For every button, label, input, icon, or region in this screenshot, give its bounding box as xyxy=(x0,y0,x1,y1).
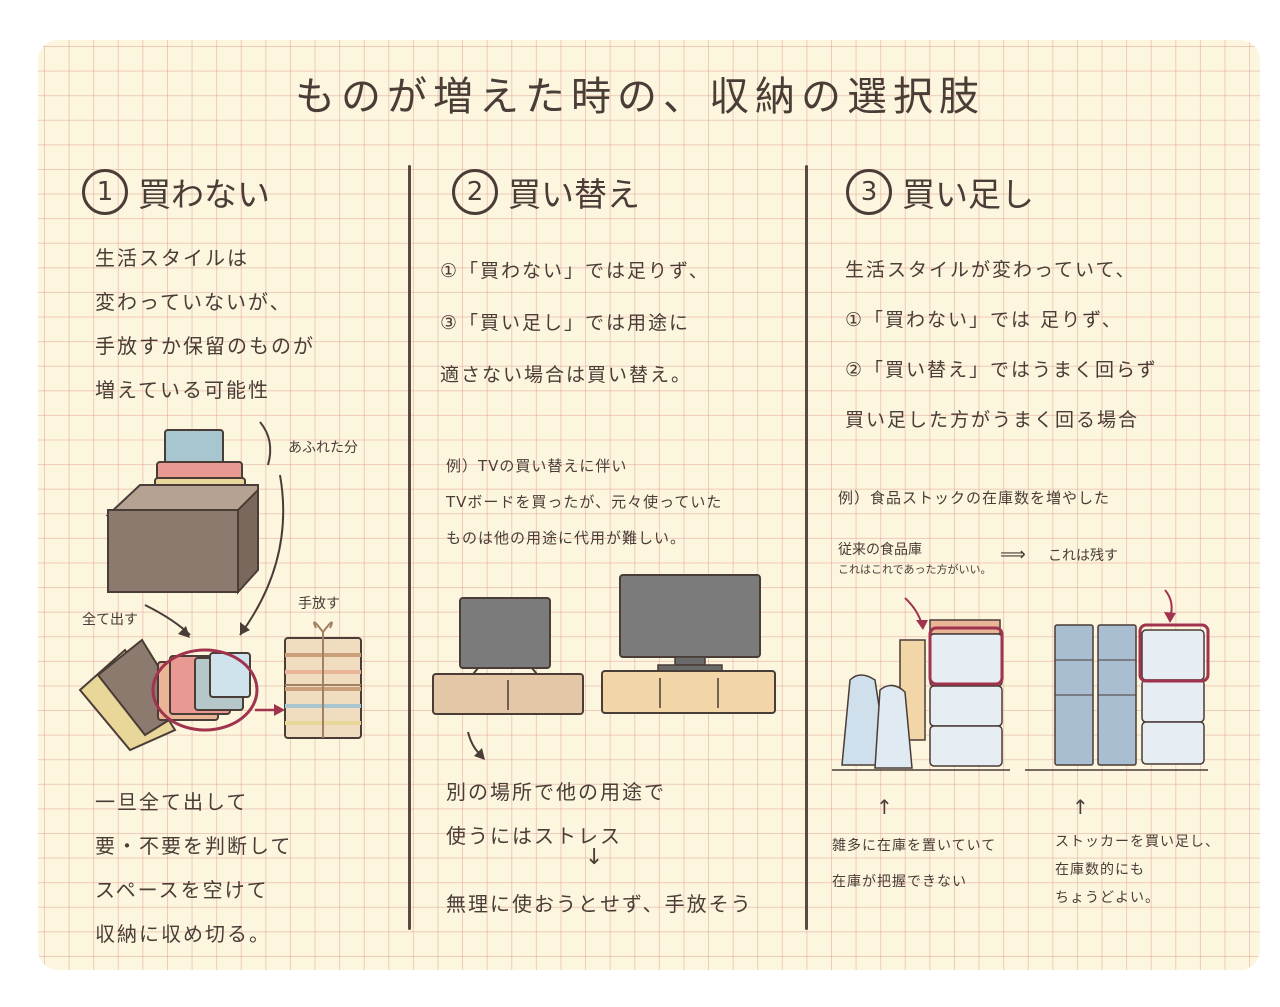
col2-description: ①「買わない」では足りず、 ③「買い足し」では用途に 適さない場合は買い替え。 xyxy=(440,245,710,401)
text-line: 手放すか保留のものが xyxy=(95,334,315,358)
text-line: 買い足した方がうまく回る場合 xyxy=(845,409,1140,431)
text-line: 一旦全て出して xyxy=(95,790,249,814)
col3-number: 3 xyxy=(846,169,892,215)
column-divider xyxy=(408,165,411,930)
text-line: TVボードを買ったが、元々使っていた xyxy=(446,493,723,511)
col1-number: 1 xyxy=(82,169,128,215)
text-line: 別の場所で他の用途で xyxy=(446,780,666,804)
text-line: ②「買い替え」ではうまく回らず xyxy=(845,359,1158,381)
text-line: 収納に収め切る。 xyxy=(95,922,271,946)
text-line: ①「買わない」では 足りず、 xyxy=(845,309,1123,331)
page-title: ものが増えた時の、収納の選択肢 xyxy=(295,74,985,120)
col1-description: 生活スタイルは 変わっていないが、 手放すか保留のものが 増えている可能性 xyxy=(95,236,315,412)
label-overflow: あふれた分 xyxy=(288,440,358,456)
col1-heading: 1 買わない xyxy=(82,168,270,216)
tv-board-illustration xyxy=(432,574,776,760)
label-take-out-all: 全て出す xyxy=(82,612,138,628)
col3-title: 買い足し xyxy=(902,175,1034,214)
col2-number: 2 xyxy=(452,169,498,215)
text-line: 雑多に在庫を置いていて xyxy=(832,838,997,854)
col3-heading: 3 買い足し xyxy=(846,168,1034,216)
declutter-illustration xyxy=(78,421,362,752)
text-line: ①「買わない」では足りず、 xyxy=(440,260,710,282)
col3-example: 例）食品ストックの在庫数を増やした xyxy=(838,489,1111,507)
down-arrow-icon: ↓ xyxy=(585,845,604,870)
pantry-stocker-illustration xyxy=(832,589,1210,771)
text-line: スペースを空けて xyxy=(95,878,269,902)
text-line: 例）TVの買い替えに伴い xyxy=(446,457,628,475)
text-line: 要・不要を判断して xyxy=(95,834,293,858)
col2-conclusion: 無理に使おうとせず、手放そう xyxy=(446,892,753,916)
up-arrow-icon: ↑ xyxy=(876,795,893,819)
col2-title: 買い替え xyxy=(508,175,640,214)
text-line: 生活スタイルが変わっていて、 xyxy=(845,259,1137,281)
col1-title: 買わない xyxy=(138,175,270,214)
up-arrow-icon: ↑ xyxy=(1072,795,1089,819)
text-line: 変わっていないが、 xyxy=(95,290,292,314)
col3-problem-note: 雑多に在庫を置いていて 在庫が把握できない xyxy=(832,828,996,900)
label-let-go: 手放す xyxy=(298,596,340,612)
graph-paper-background xyxy=(38,40,1260,970)
col1-summary: 一旦全て出して 要・不要を判断して スペースを空けて 収納に収め切る。 xyxy=(95,780,292,956)
text-line: ③「買い足し」では用途に xyxy=(440,312,691,334)
note-keep-this: これは残す xyxy=(1048,548,1118,564)
text-line: ちょうどよい。 xyxy=(1055,890,1160,906)
col2-example: 例）TVの買い替えに伴い TVボードを買ったが、元々使っていた ものは他の用途に… xyxy=(446,448,722,556)
right-arrow-icon: ⟹ xyxy=(1000,544,1026,565)
text-line: 従来の食品庫 xyxy=(838,542,922,558)
text-line: ストッカーを買い足し、 xyxy=(1055,834,1220,850)
col2-consequence: 別の場所で他の用途で 使うにはストレス xyxy=(446,770,666,858)
col3-solution-note: ストッカーを買い足し、 在庫数的にも ちょうどよい。 xyxy=(1055,828,1220,912)
col3-description: 生活スタイルが変わっていて、 ①「買わない」では 足りず、 ②「買い替え」ではう… xyxy=(845,245,1158,445)
col2-heading: 2 買い替え xyxy=(452,168,640,216)
text-line: 在庫が把握できない xyxy=(832,874,967,890)
text-line: 適さない場合は買い替え。 xyxy=(440,364,693,386)
text-line: 増えている可能性 xyxy=(95,378,270,402)
text-line: ものは他の用途に代用が難しい。 xyxy=(446,529,687,547)
text-line: これはこれであった方がいい。 xyxy=(838,563,992,576)
note-existing-pantry: 従来の食品庫 これはこれであった方がいい。 xyxy=(838,540,992,580)
text-line: 生活スタイルは xyxy=(95,246,249,270)
column-divider xyxy=(805,165,808,930)
text-line: 在庫数的にも xyxy=(1055,862,1145,878)
text-line: 使うにはストレス xyxy=(446,824,622,848)
